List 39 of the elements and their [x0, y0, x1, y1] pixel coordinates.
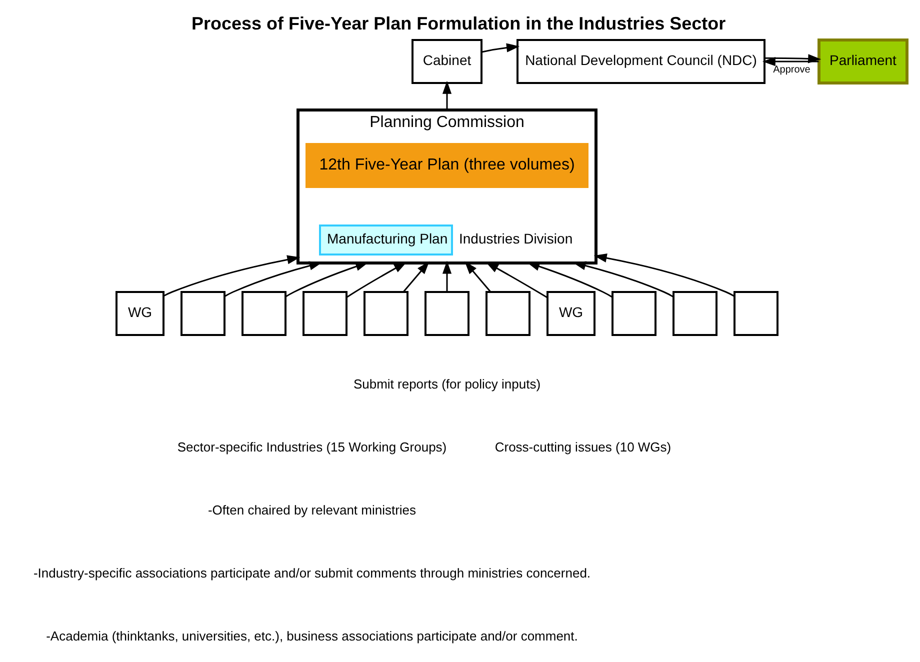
node-box: Cabinet	[412, 39, 482, 84]
arrow	[442, 80, 452, 110]
edge-label: Approve	[773, 64, 810, 76]
node-box: WG	[546, 291, 596, 336]
arrow	[526, 262, 613, 298]
node-box	[734, 291, 778, 336]
label: -Industry-specific associations participate and/or submit comments through ministries concerned.	[33, 565, 591, 580]
arrow	[163, 255, 300, 297]
node-box	[302, 291, 348, 336]
arrow	[764, 54, 822, 64]
node-box	[180, 291, 226, 336]
arrow	[403, 261, 430, 292]
node-box: WG	[116, 291, 164, 336]
node-box: 12th Five-Year Plan (three volumes)	[306, 143, 588, 188]
node-box	[672, 291, 718, 336]
label: Submit reports (for policy inputs)	[353, 376, 541, 392]
label: Cross-cutting issues (10 WGs)	[494, 439, 672, 454]
arrow	[594, 253, 735, 297]
node-box	[364, 291, 408, 336]
node-box	[424, 291, 470, 336]
label: -Often chaired by relevant ministries	[208, 502, 416, 518]
arrow	[486, 262, 548, 298]
node-box	[612, 291, 656, 336]
node-box	[486, 291, 530, 336]
arrow	[482, 43, 520, 53]
arrow	[464, 261, 491, 292]
label: -Academia (thinktanks, universities, etc.), business associations participate and/or comment.	[46, 628, 578, 644]
arrow	[442, 260, 452, 292]
arrow	[346, 262, 407, 298]
arrow	[285, 262, 369, 298]
node-box: National Development Council (NDC)	[516, 39, 766, 84]
node-box	[242, 291, 286, 336]
diagram-title: Process of Five-Year Plan Formulation in the Industries Sector	[192, 13, 726, 34]
node-label: Industries Division	[459, 230, 573, 247]
arrow	[224, 261, 322, 297]
node-box: Parliament	[818, 38, 908, 84]
arrow	[762, 56, 819, 66]
arrow	[572, 261, 674, 298]
label: Sector-specific Industries (15 Working Groups)	[177, 439, 447, 454]
